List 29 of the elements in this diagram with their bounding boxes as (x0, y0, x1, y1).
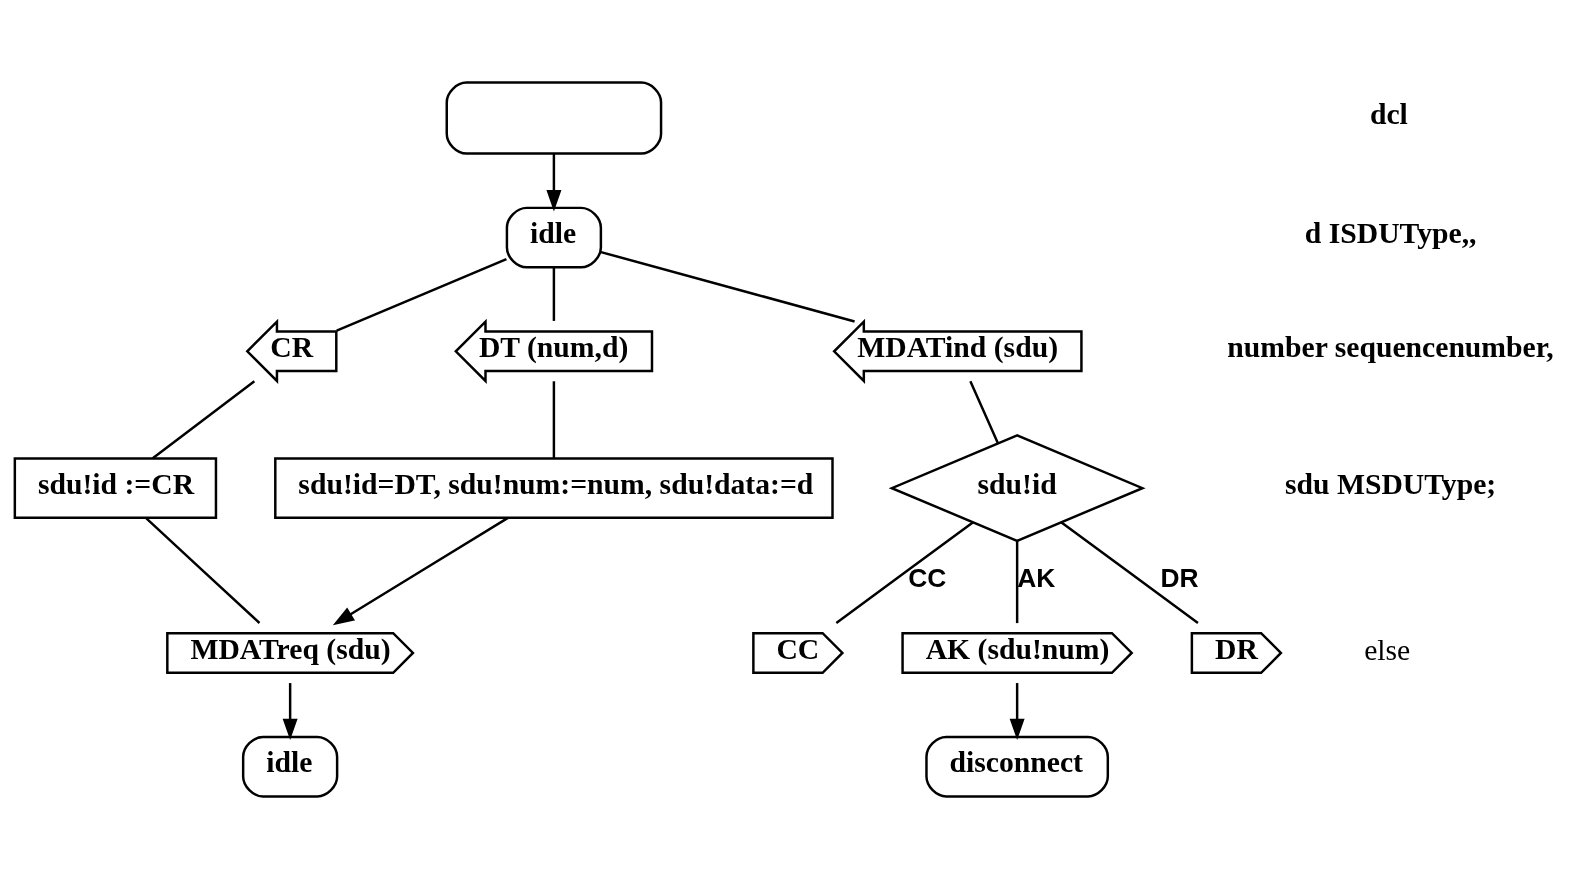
connector (336, 258, 507, 332)
connector (552, 381, 556, 459)
node-box: sdu!id=DT, sdu!num:=num, sdu!data:=d (274, 457, 834, 520)
label: d ISDUType,, (1304, 217, 1477, 250)
node-box (445, 81, 663, 155)
label: sdu MSDUType; (1285, 467, 1497, 500)
node-diamond: sdu!id (888, 434, 1146, 543)
arrow (282, 683, 298, 741)
edge-label: AK (1017, 562, 1056, 593)
label: number sequencenumber, (1227, 330, 1554, 363)
connector (145, 517, 261, 624)
node-box: disconnect (925, 735, 1110, 798)
arrow (546, 153, 562, 212)
connector (600, 250, 855, 323)
edge-label: CC (908, 562, 947, 593)
connector (835, 521, 974, 624)
edge-label: DR (1160, 562, 1199, 593)
connector (969, 380, 999, 444)
connector (552, 267, 556, 321)
arrow (332, 516, 509, 626)
node-box: sdu!id :=CR (13, 457, 218, 520)
connector (1015, 540, 1019, 624)
connector (152, 380, 256, 460)
connector (1060, 521, 1199, 624)
node-box: idle (505, 206, 603, 269)
label: dcl (1369, 97, 1408, 130)
arrow (1009, 683, 1025, 741)
label: else (1364, 634, 1411, 667)
node-box: idle (241, 735, 339, 798)
